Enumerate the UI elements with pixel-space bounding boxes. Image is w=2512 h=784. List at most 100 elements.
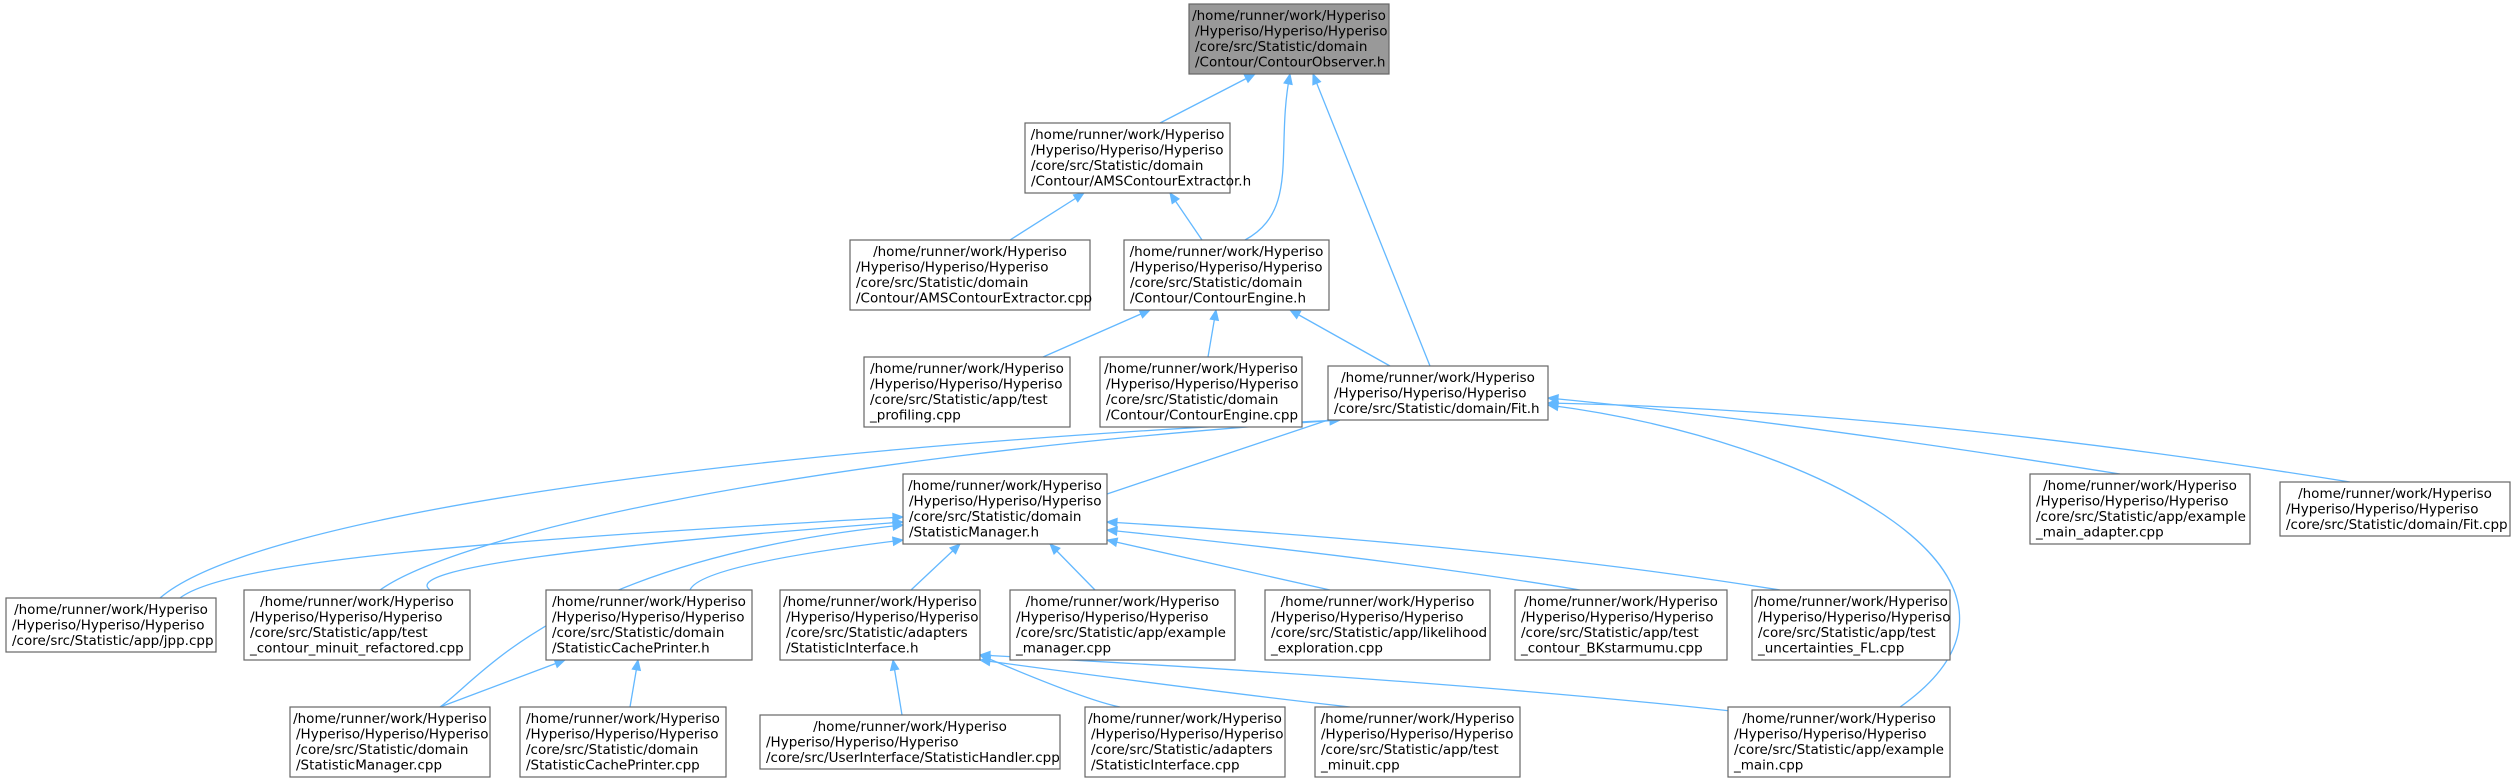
edge-fit_cpp-includes-fit_h <box>1546 398 2351 483</box>
node-label-line: _manager.cpp <box>1015 641 1111 657</box>
node-box[interactable] <box>863 356 1071 428</box>
node-label-line: _uncertainties_FL.cpp <box>1757 641 1904 657</box>
node-label-line: /Hyperiso/Hyperiso/Hyperiso <box>1195 24 1387 40</box>
edge-test_profiling_cpp-includes-contour_engine_h <box>1042 309 1152 358</box>
node-label-line: _main.cpp <box>1733 758 1803 774</box>
edge-test_contour_bkstarmumu_cpp-includes-statistic_manager_h <box>1105 526 1581 591</box>
node-statistic-interface-cpp[interactable]: /home/runner/work/Hyperiso/Hyperiso/Hype… <box>1084 706 1286 778</box>
node-label-line: /core/src/Statistic/app/test <box>1521 625 1699 641</box>
node-statistic-handler-cpp[interactable]: /home/runner/work/Hyperiso/Hyperiso/Hype… <box>759 714 1061 770</box>
edge-fit_h-includes-contour_engine_h <box>1288 309 1391 367</box>
node-box[interactable] <box>1727 706 1951 778</box>
node-label-line: /core/src/Statistic/adapters <box>1091 742 1273 758</box>
edge-line <box>1106 529 1581 591</box>
node-label-line: /Hyperiso/Hyperiso/Hyperiso <box>296 727 488 743</box>
node-box[interactable] <box>545 589 753 661</box>
node-contour-observer-h[interactable]: /home/runner/work/Hyperiso/Hyperiso/Hype… <box>1188 3 1390 75</box>
edge-test_contour_minuit_refactored_cpp-includes-statistic_manager_h <box>426 517 905 591</box>
edge-line <box>1289 309 1391 367</box>
node-label-line: /Hyperiso/Hyperiso/Hyperiso <box>1521 610 1713 626</box>
edge-jpp_cpp-includes-fit_h <box>159 415 1342 599</box>
node-label-line: /home/runner/work/Hyperiso <box>293 711 487 727</box>
node-box[interactable] <box>1327 365 1549 421</box>
node-label-line: /home/runner/work/Hyperiso <box>1130 244 1324 260</box>
node-box[interactable] <box>2279 481 2511 537</box>
node-label-line: /Hyperiso/Hyperiso/Hyperiso <box>1734 727 1926 743</box>
node-fit-cpp[interactable]: /home/runner/work/Hyperiso/Hyperiso/Hype… <box>2279 481 2511 537</box>
node-test-minuit-cpp[interactable]: /home/runner/work/Hyperiso/Hyperiso/Hype… <box>1314 706 1521 778</box>
edge-arrowhead <box>631 658 642 672</box>
node-label-line: /Hyperiso/Hyperiso/Hyperiso <box>870 377 1062 393</box>
node-statistic-manager-h[interactable]: /home/runner/work/Hyperiso/Hyperiso/Hype… <box>902 473 1108 545</box>
node-test-contour-bkstarmumu-cpp[interactable]: /home/runner/work/Hyperiso/Hyperiso/Hype… <box>1514 589 1728 661</box>
node-jpp-cpp[interactable]: /home/runner/work/Hyperiso/Hyperiso/Hype… <box>5 597 217 653</box>
edge-arrowhead <box>978 650 991 661</box>
node-statistic-cache-printer-cpp[interactable]: /home/runner/work/Hyperiso/Hyperiso/Hype… <box>519 706 727 778</box>
node-label-line: /home/runner/work/Hyperiso <box>526 711 720 727</box>
node-label-line: /Hyperiso/Hyperiso/Hyperiso <box>786 610 978 626</box>
node-label-line: _contour_minuit_refactored.cpp <box>249 641 464 657</box>
node-box[interactable] <box>779 589 981 661</box>
edge-line <box>979 659 1351 708</box>
node-label-line: /core/src/Statistic/app/test <box>1758 625 1936 641</box>
node-label-line: /home/runner/work/Hyperiso <box>1026 594 1220 610</box>
node-box[interactable] <box>243 589 471 661</box>
node-box[interactable] <box>2029 473 2251 545</box>
node-test-uncertainties-fl-cpp[interactable]: /home/runner/work/Hyperiso/Hyperiso/Hype… <box>1751 589 1951 661</box>
node-box[interactable] <box>1188 3 1390 75</box>
node-label-line: /Hyperiso/Hyperiso/Hyperiso <box>552 610 744 626</box>
node-box[interactable] <box>519 706 727 778</box>
node-box[interactable] <box>1514 589 1728 661</box>
node-label-line: /Contour/ContourEngine.h <box>1130 291 1306 307</box>
node-ams-contour-extractor-h[interactable]: /home/runner/work/Hyperiso/Hyperiso/Hype… <box>1024 122 1251 194</box>
node-example-manager-cpp[interactable]: /home/runner/work/Hyperiso/Hyperiso/Hype… <box>1009 589 1236 661</box>
edge-line <box>1547 397 2121 475</box>
edge-statistic_interface_h-includes-statistic_manager_h <box>910 543 961 591</box>
node-label-line: /home/runner/work/Hyperiso <box>260 594 454 610</box>
node-box[interactable] <box>902 473 1108 545</box>
node-box[interactable] <box>849 239 1091 311</box>
node-test-contour-minuit-refactored-cpp[interactable]: /home/runner/work/Hyperiso/Hyperiso/Hype… <box>243 589 471 661</box>
node-label-line: /home/runner/work/Hyperiso <box>14 602 208 618</box>
node-statistic-cache-printer-h[interactable]: /home/runner/work/Hyperiso/Hyperiso/Hype… <box>545 589 753 661</box>
node-statistic-interface-h[interactable]: /home/runner/work/Hyperiso/Hyperiso/Hype… <box>779 589 981 661</box>
node-box[interactable] <box>289 706 491 778</box>
node-example-main-adapter-cpp[interactable]: /home/runner/work/Hyperiso/Hyperiso/Hype… <box>2029 473 2251 545</box>
node-label-line: /Hyperiso/Hyperiso/Hyperiso <box>250 610 442 626</box>
edge-line <box>689 539 904 591</box>
edges-layer <box>159 72 2351 716</box>
node-box[interactable] <box>5 597 217 653</box>
node-box[interactable] <box>1099 356 1303 428</box>
node-label-line: /StatisticManager.h <box>909 525 1039 541</box>
node-label-line: /Hyperiso/Hyperiso/Hyperiso <box>2286 501 2478 517</box>
node-statistic-manager-cpp[interactable]: /home/runner/work/Hyperiso/Hyperiso/Hype… <box>289 706 491 778</box>
edge-arrowhead <box>1138 309 1152 319</box>
node-box[interactable] <box>1123 239 1330 311</box>
node-test-profiling-cpp[interactable]: /home/runner/work/Hyperiso/Hyperiso/Hype… <box>863 356 1071 428</box>
node-label-line: /home/runner/work/Hyperiso <box>1742 711 1936 727</box>
node-label-line: /core/src/Statistic/app/jpp.cpp <box>12 633 214 649</box>
node-label-line: /core/src/Statistic/domain <box>296 742 468 758</box>
node-fit-h[interactable]: /home/runner/work/Hyperiso/Hyperiso/Hype… <box>1327 365 1549 421</box>
node-box[interactable] <box>1264 589 1491 661</box>
node-likelihood-exploration-cpp[interactable]: /home/runner/work/Hyperiso/Hyperiso/Hype… <box>1264 589 1491 661</box>
edge-arrowhead <box>1072 192 1086 203</box>
node-label-line: /core/src/Statistic/domain/Fit.h <box>1334 401 1540 417</box>
edge-line <box>1049 543 1096 591</box>
edge-statistic_cache_printer_h-includes-statistic_manager_h <box>689 536 905 591</box>
node-ams-contour-extractor-cpp[interactable]: /home/runner/work/Hyperiso/Hyperiso/Hype… <box>849 239 1092 311</box>
node-contour-engine-cpp[interactable]: /home/runner/work/Hyperiso/Hyperiso/Hype… <box>1099 356 1303 428</box>
node-box[interactable] <box>759 714 1061 770</box>
node-label-line: _exploration.cpp <box>1270 641 1383 657</box>
node-contour-engine-h[interactable]: /home/runner/work/Hyperiso/Hyperiso/Hype… <box>1123 239 1330 311</box>
node-box[interactable] <box>1009 589 1236 661</box>
node-box[interactable] <box>1024 122 1231 194</box>
node-example-main-cpp[interactable]: /home/runner/work/Hyperiso/Hyperiso/Hype… <box>1727 706 1951 778</box>
node-box[interactable] <box>1751 589 1951 661</box>
edge-line <box>439 659 566 708</box>
edge-arrowhead <box>1288 309 1302 320</box>
node-label-line: /home/runner/work/Hyperiso <box>1321 711 1515 727</box>
node-box[interactable] <box>1314 706 1521 778</box>
node-box[interactable] <box>1084 706 1286 778</box>
node-label-line: /home/runner/work/Hyperiso <box>552 594 746 610</box>
